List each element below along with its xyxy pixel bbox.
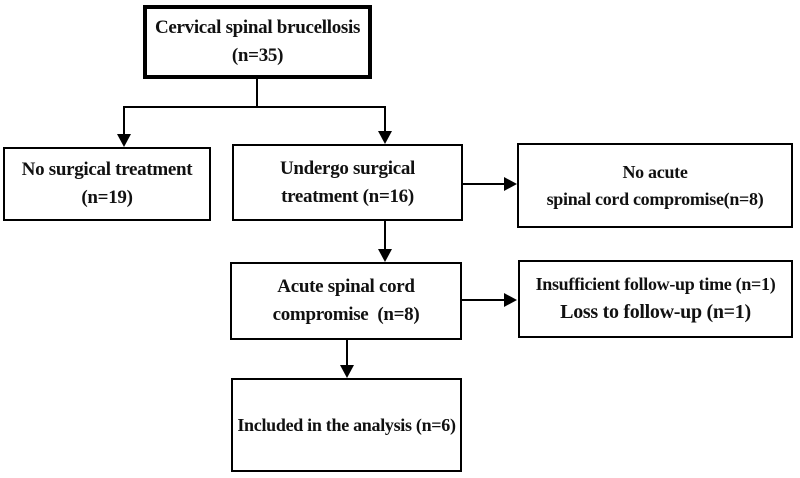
box-no-acute-spinal-cord-compromise: No acute spinal cord compromise(n=8) [517, 143, 793, 228]
box-text-line: No surgical treatment [21, 159, 193, 180]
connector-acute-to-followup-arrow [462, 293, 517, 307]
box-text-line: (n=19) [81, 187, 133, 208]
box-no-surgical-treatment: No surgical treatment (n=19) [3, 147, 211, 221]
connector-acute-to-included-arrow [340, 340, 354, 378]
connector-branch-right-arrow [378, 106, 392, 144]
box-undergo-surgical-treatment: Undergo surgical treatment (n=16) [232, 144, 463, 221]
box-cervical-spinal-brucellosis: Cervical spinal brucellosis (n=35) [143, 5, 372, 79]
box-text-line: Cervical spinal brucellosis [154, 17, 361, 38]
connector-surgery-to-acute-arrow [378, 221, 392, 262]
box-text-line: Loss to follow-up (n=1) [560, 301, 751, 323]
box-text-line: Included in the analysis (n=6) [237, 415, 456, 435]
box-text-line: Insufficient follow-up time (n=1) [535, 274, 776, 294]
box-acute-spinal-cord-compromise: Acute spinal cord compromise (n=8) [230, 262, 462, 340]
box-included-in-analysis: Included in the analysis (n=6) [231, 378, 462, 472]
box-text-line: treatment (n=16) [281, 185, 414, 207]
box-followup-exclusions: Insufficient follow-up time (n=1) Loss t… [518, 260, 793, 338]
box-text-line: compromise (n=8) [272, 304, 420, 325]
box-text-line: spinal cord compromise(n=8) [546, 188, 764, 209]
connector-branch-left-arrow [117, 106, 131, 147]
box-text-line: Undergo surgical [279, 157, 416, 179]
box-text-line: (n=35) [231, 45, 284, 66]
connector-surgery-to-noacute-arrow [463, 177, 517, 191]
box-text-line: Acute spinal cord [277, 276, 415, 297]
box-text-line: No acute [622, 161, 688, 182]
